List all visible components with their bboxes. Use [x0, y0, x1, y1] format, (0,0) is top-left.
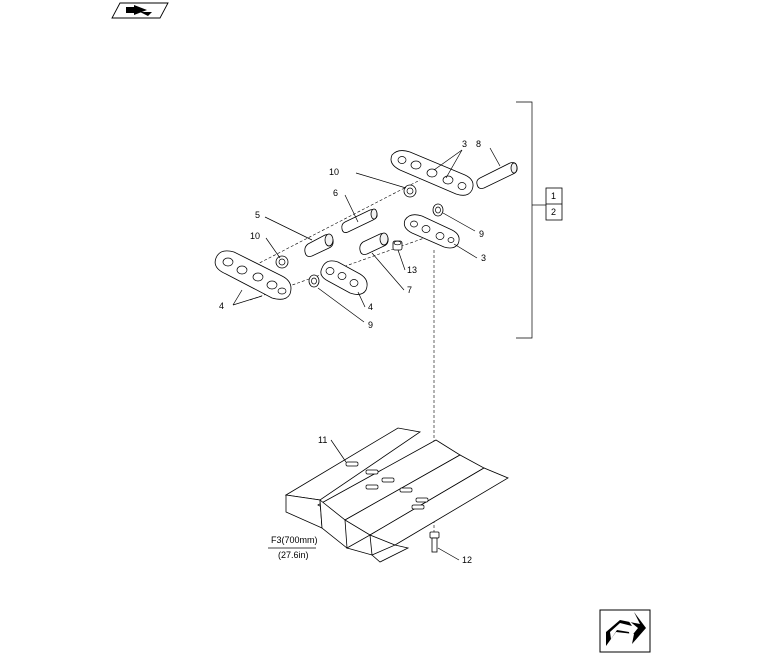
- callout-11: 11: [318, 435, 327, 445]
- callout-10-top: 10: [329, 167, 339, 177]
- leader-lines: [232, 147, 501, 561]
- callout-13: 13: [407, 265, 417, 275]
- bushing-7: [359, 232, 389, 255]
- callout-8: 8: [476, 139, 481, 149]
- callout-10-lower: 10: [250, 231, 260, 241]
- track-shoe-plates: [284, 427, 509, 563]
- chain-link-left-pair: [214, 250, 292, 300]
- callout-9-right: 9: [479, 229, 484, 239]
- callout-4-left: 4: [219, 301, 224, 311]
- callout-3-bottom: 3: [481, 253, 486, 263]
- bolt-12: [429, 531, 440, 553]
- callout-6: 6: [333, 188, 338, 198]
- ref-1: 1: [551, 191, 556, 201]
- callout-3-top: 3: [462, 139, 467, 149]
- width-imperial: (27.6in): [278, 550, 309, 560]
- callout-7: 7: [407, 285, 412, 295]
- chain-link-upper-top: [390, 150, 474, 196]
- callout-5: 5: [255, 210, 260, 220]
- ref-2: 2: [551, 207, 556, 217]
- chain-link-right-bottom: [403, 214, 460, 249]
- prev-page-button[interactable]: [111, 2, 169, 19]
- bushing-5: [304, 233, 334, 257]
- washer-9-upper: [432, 203, 444, 217]
- callout-12: 12: [462, 555, 472, 565]
- seal-ring-10-upper: [403, 184, 417, 198]
- pin-6: [341, 208, 378, 233]
- spacer-13: [392, 240, 403, 251]
- assembly-bracket: 1 2: [516, 101, 563, 339]
- pin-8: [476, 162, 518, 189]
- width-metric: F3(700mm): [271, 535, 318, 545]
- next-page-button[interactable]: [599, 609, 651, 653]
- washer-9-lower: [308, 274, 320, 288]
- chain-link-middle: [320, 260, 368, 295]
- callout-9-lower: 9: [368, 320, 373, 330]
- width-spec: F3(700mm) (27.6in): [268, 535, 318, 560]
- seal-ring-10-lower: [275, 255, 289, 269]
- next-page-arrow-icon: [606, 612, 646, 646]
- callout-4-right: 4: [368, 302, 373, 312]
- prev-page-arrow-icon: [126, 5, 152, 16]
